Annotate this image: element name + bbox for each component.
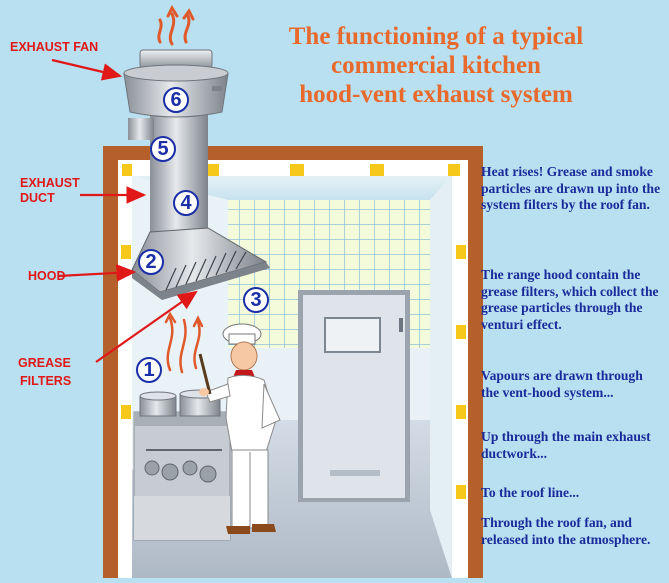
- label-hood: HOOD: [28, 269, 66, 283]
- step-description-2: The range hood contain the grease filter…: [481, 267, 659, 332]
- label-grease-filters-line-1: GREASE: [18, 356, 71, 370]
- step-badge-4: 4: [173, 190, 199, 216]
- title-line-2: commercial kitchen: [331, 52, 541, 79]
- chef-figure: [198, 323, 281, 534]
- step-description-5: To the roof line...: [481, 485, 580, 500]
- cooking-station: [133, 389, 231, 541]
- step-badge-3: 3: [243, 287, 269, 313]
- range-hood: [131, 227, 270, 300]
- step-badge-2: 2: [138, 249, 164, 275]
- label-exhaust-fan: EXHAUST FAN: [10, 40, 99, 54]
- page-title: The functioning of a typical commercial …: [236, 22, 636, 109]
- step-description-4: Up through the main exhaust ductwork...: [481, 429, 651, 461]
- step-badge-5: 5: [150, 136, 176, 162]
- step-description-1: Heat rises! Grease and smoke particles a…: [481, 164, 661, 212]
- label-exhaust-duct-line-1: EXHAUST: [20, 176, 80, 190]
- step-badge-6: 6: [163, 87, 189, 113]
- pointer-arrows: [51, 58, 198, 363]
- label-grease-filters-line-2: FILTERS: [20, 374, 72, 388]
- step-description-3: Vapours are drawn through the vent-hood …: [481, 368, 643, 400]
- title-line-1: The functioning of a typical: [288, 23, 584, 50]
- label-exhaust-duct-line-2: DUCT: [20, 191, 55, 205]
- exhaust-smoke-icon: [157, 4, 195, 46]
- step-description-6: Through the roof fan, and released into …: [481, 515, 651, 547]
- title-line-3: hood-vent exhaust system: [299, 81, 573, 108]
- kitchen-door: [298, 290, 410, 502]
- step-badge-1: 1: [136, 357, 162, 383]
- heat-rising-icon: [164, 311, 204, 374]
- exhaust-duct: [128, 100, 208, 238]
